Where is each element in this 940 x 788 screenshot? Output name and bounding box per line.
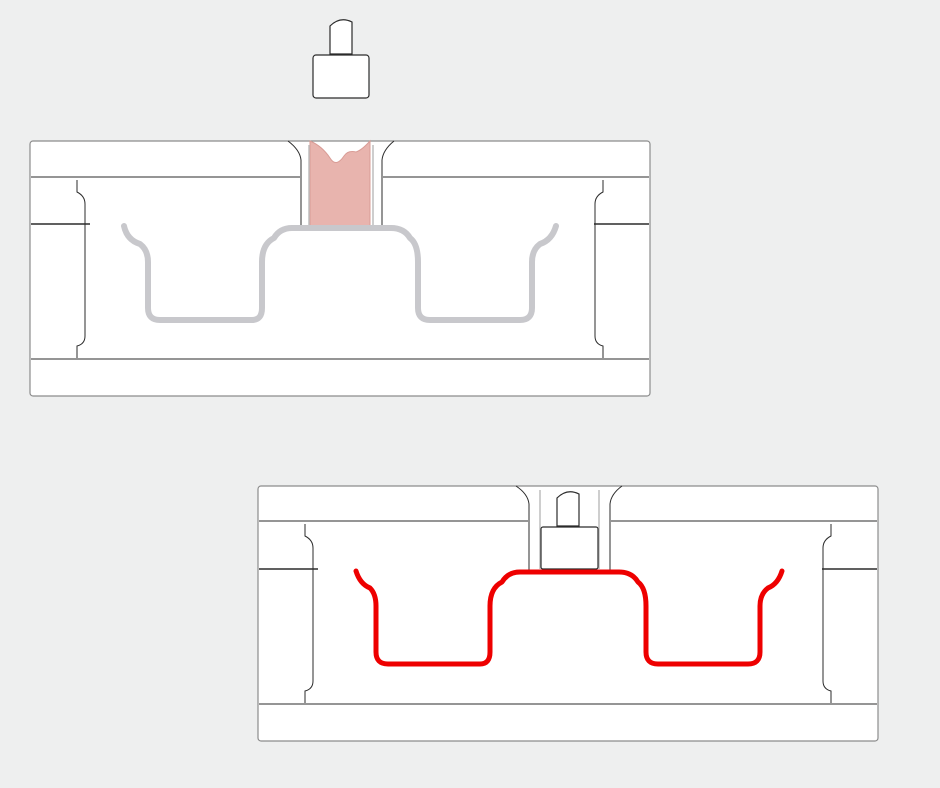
plunger [312,19,370,99]
cavity-wall-right [594,180,604,358]
plunger-stem-inserted [556,491,580,527]
sprue-channel-right [381,140,395,226]
cavity-groove-before [121,223,559,323]
mold-body-after [257,485,879,742]
stage-after [257,485,879,742]
plug-charge [309,139,371,228]
plunger-inserted [540,491,599,570]
plunger-head-inserted [540,526,599,570]
stage-before [29,19,651,397]
sprue-channel-right-after [609,485,623,570]
cavity-wall-left [76,180,86,358]
sprue-channel-left-after [515,485,530,570]
plunger-head [312,54,370,99]
cavity-wall-right-after [822,524,832,703]
cavity-wall-left-after [304,524,314,703]
mold-body-before [29,140,651,397]
formed-part [353,568,785,667]
sprue-channel-left [287,140,302,226]
plunger-stem [329,19,353,55]
